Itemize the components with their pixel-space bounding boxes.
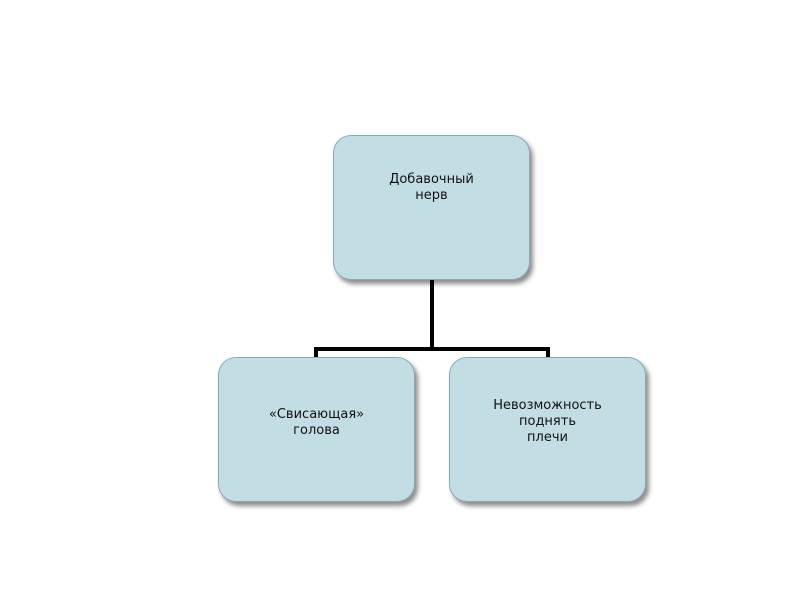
node-drooping-head: «Свисающая» голова (218, 357, 415, 502)
node-cannot-raise-shoulders: Невозможность поднять плечи (449, 357, 646, 502)
node-cannot-raise-shoulders-label: Невозможность поднять плечи (493, 397, 602, 445)
node-accessory-nerve: Добавочный нерв (333, 135, 530, 280)
node-drooping-head-label: «Свисающая» голова (268, 406, 365, 438)
node-accessory-nerve-label: Добавочный нерв (389, 171, 474, 203)
